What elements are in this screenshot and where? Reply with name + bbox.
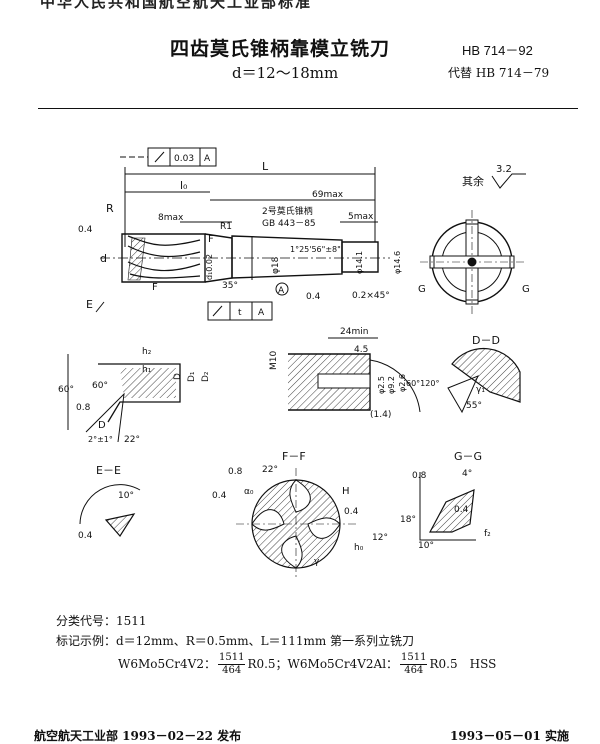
angle-60-left: 60° (58, 385, 74, 395)
angle-35: 35° (222, 281, 238, 291)
roughness-other-label: 其余 (462, 174, 484, 188)
tol-datum-a-2: A (258, 308, 265, 318)
dim-D1: D₁ (187, 371, 197, 382)
tol-runout: 0.03 (174, 154, 194, 164)
dim-L: L (262, 160, 269, 173)
classification-code: 分类代号：1511 (56, 614, 147, 628)
section-ff: F－F 0.8 22° 0.4 α₀ H 0.4 h₀ 12° γ (212, 450, 388, 580)
tol-datum-a: A (204, 154, 211, 164)
chamfer-label: 0.2×45° (352, 291, 390, 301)
dim-D-bottom: D (98, 420, 106, 431)
ff-roughness-right: 0.4 (344, 507, 359, 517)
dim-d: d (100, 252, 107, 265)
ff-h0: h₀ (354, 543, 364, 553)
standard-number: HB 714－92 (462, 43, 533, 58)
taper-standard: GB 443－85 (262, 219, 316, 229)
roughness-other-value: 3.2 (496, 164, 512, 175)
dim-F-top: F (208, 234, 214, 245)
dim-D: D (173, 373, 183, 380)
dim-R1: R1 (220, 222, 232, 232)
ff-dim-H: H (342, 486, 350, 497)
section-ff-label: F－F (282, 450, 306, 463)
issued-by: 航空航天工业部 1993－02－22 发布 (34, 729, 242, 743)
gg-angle-18: 18° (400, 515, 416, 525)
dim-l0: l₀ (180, 179, 188, 192)
header-rule (38, 108, 578, 109)
dim-phi9-2: φ9.2 (387, 376, 396, 394)
angle-60-right: 60° (92, 381, 108, 391)
roughness-shank: 0.4 (306, 292, 321, 302)
effective-date: 1993－05－01 实施 (450, 729, 569, 743)
material-1: W6Mo5Cr4V2： (118, 657, 216, 671)
angle-22: 22° (124, 435, 140, 445)
dim-5max: 5max (348, 212, 374, 222)
section-dd: D－D γ₁ 55° (447, 334, 521, 414)
dim-phi2-5: φ2.5 (377, 376, 386, 394)
material-1-tail: R0.5；W6Mo5Cr4V2Al： (247, 657, 399, 671)
dd-gamma: γ₁ (476, 385, 485, 395)
angle-2: 2°±1° (88, 435, 113, 444)
taper-label: 2号莫氏锥柄 (262, 205, 313, 217)
ff-roughness-top: 0.8 (228, 467, 243, 477)
standard-header-strip: 中华人民共和国航空航天工业部标准 (40, 0, 313, 11)
dim-M10: M10 (269, 351, 279, 370)
ee-roughness: 0.4 (78, 531, 93, 541)
gg-roughness-left: 0.8 (412, 471, 427, 481)
gg-f2: f₂ (484, 529, 491, 539)
dim-h1: h₁ (142, 365, 152, 375)
end-view: 其余 3.2 G G (418, 164, 530, 314)
section-ee: E－E 10° 0.4 (78, 464, 141, 541)
gg-roughness-right: 0.4 (454, 505, 469, 515)
dim-d-tolerance: d₁0.02 (205, 254, 214, 280)
dim-h2: h₂ (142, 347, 152, 357)
section-gg: G－G 0.8 4° 18° 0.4 10° f₂ (400, 450, 491, 551)
dim-24min: 24min (340, 327, 368, 337)
dim-phi2-6: φ2.6 (398, 374, 407, 392)
size-range: d＝12～18mm (232, 64, 339, 82)
dim-1-4: (1.4) (370, 410, 391, 420)
dim-phi141: φ14.1 (355, 251, 364, 274)
technical-drawing: 0.03 A L l₀ 69max 8max 2号莫氏锥柄 GB 443－85 … (58, 147, 530, 580)
angle-60-120: 60°120° (406, 379, 439, 388)
gg-angle-4: 4° (462, 469, 472, 479)
shank-end-detail: 24min 4.5 M10 φ2.5 φ9.2 φ2.6 60°120° (1.… (269, 327, 439, 420)
dim-R: R (106, 202, 114, 215)
dim-4-5: 4.5 (354, 345, 368, 355)
section-gg-label: G－G (454, 450, 482, 463)
section-dd-label: D－D (472, 334, 500, 347)
main-view: 0.03 A L l₀ 69max 8max 2号莫氏锥柄 GB 443－85 … (78, 147, 402, 321)
roughness-flute-detail: 0.8 (76, 403, 91, 413)
dim-F-bottom: F (152, 282, 158, 293)
ff-gamma: γ (314, 557, 320, 567)
page-title: 四齿莫氏锥柄靠模立铣刀 (170, 38, 391, 60)
tol-t: t (238, 308, 242, 318)
dim-E: E (86, 298, 93, 311)
material-2-tail: R0.5 HSS (429, 657, 497, 671)
ff-alpha: α₀ (244, 487, 254, 497)
dim-phi18: φ18 (271, 256, 281, 274)
dd-angle-55: 55° (466, 401, 482, 411)
section-G-right: G (522, 284, 530, 295)
replaces-standard: 代替 HB 714－79 (448, 66, 550, 80)
taper-angle: 1°25'56"±8" (290, 245, 341, 254)
section-G-left: G (418, 284, 426, 295)
dim-69max: 69max (312, 190, 344, 200)
dim-phi146: φ14.6 (393, 251, 402, 274)
section-ee-label: E－E (96, 464, 121, 477)
roughness-flute: 0.4 (78, 225, 93, 235)
ee-angle-10: 10° (118, 491, 134, 501)
flute-detail: h₂ h₁ D D₁ D₂ 60° 60° 0.8 D 2°±1° 22° (58, 347, 211, 445)
gg-angle-10: 10° (418, 541, 434, 551)
marking-example: 标记示例：d＝12mm、R＝0.5mm、L＝111mm 第一系列立铣刀 (56, 634, 415, 648)
circled-datum-a: A (278, 286, 285, 296)
ff-angle-12: 12° (372, 533, 388, 543)
ff-roughness-left: 0.4 (212, 491, 227, 501)
ff-angle-22: 22° (262, 465, 278, 475)
dim-D2: D₂ (201, 371, 211, 382)
dim-8max: 8max (158, 213, 184, 223)
